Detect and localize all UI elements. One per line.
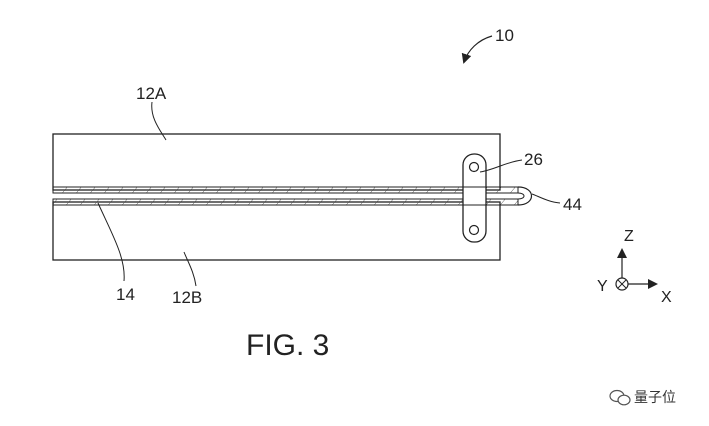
axis-label-z: Z [624, 228, 634, 245]
leader-44 [531, 193, 561, 204]
layer-strip-upper [52, 186, 519, 194]
label-10: 10 [495, 26, 514, 45]
layer-fold [517, 186, 533, 206]
axis-label-x: X [661, 289, 672, 306]
upper-panel [52, 133, 501, 191]
hinge-pin-bottom [468, 224, 480, 236]
leader-14 [97, 202, 125, 282]
lower-panel [52, 201, 501, 261]
hinge-body [462, 153, 487, 243]
arrow-10 [461, 35, 493, 64]
figure-caption: FIG. 3 [246, 329, 329, 362]
label-12A: 12A [136, 84, 167, 103]
axis-label-y: Y [597, 278, 608, 295]
watermark: 量子位 [609, 389, 676, 406]
wechat-icon [609, 389, 631, 406]
watermark-text: 量子位 [634, 389, 676, 405]
leader-12A [151, 101, 167, 141]
label-14: 14 [116, 285, 135, 304]
label-12B: 12B [172, 288, 202, 307]
label-44: 44 [563, 195, 582, 214]
coordinate-axes: Z Y X [597, 228, 672, 306]
label-26: 26 [524, 150, 543, 169]
leader-26 [479, 159, 523, 173]
leader-12B [183, 251, 197, 287]
layer-strip-lower [52, 198, 519, 206]
hinge-pin-top [468, 161, 480, 173]
